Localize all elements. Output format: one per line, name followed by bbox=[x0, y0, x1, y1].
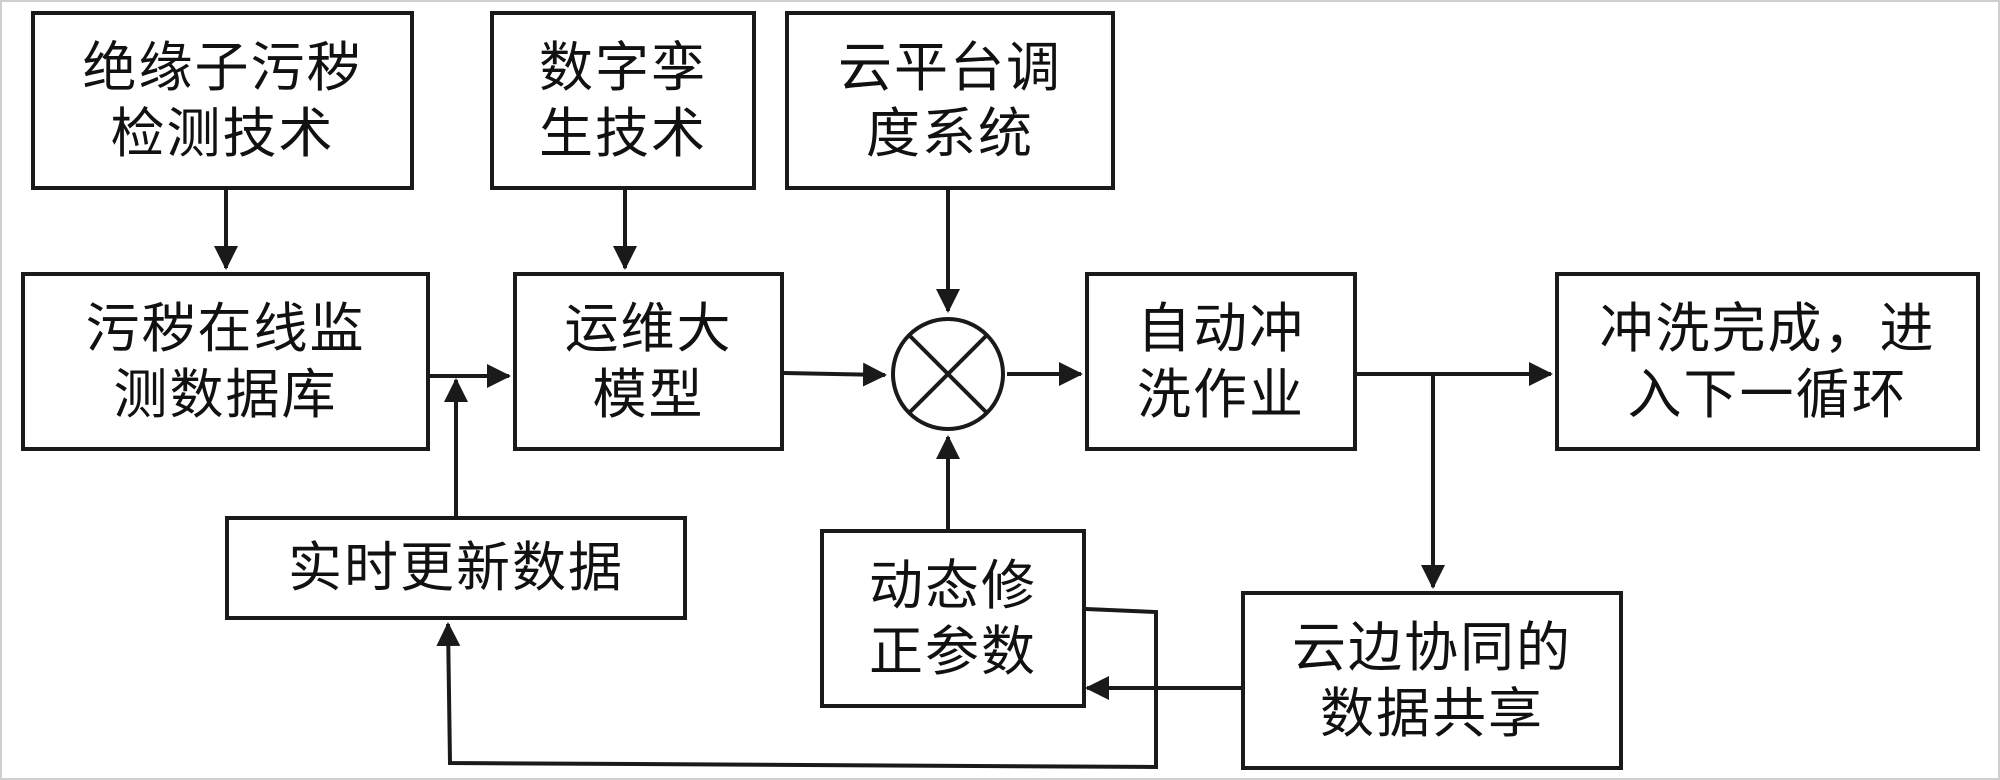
node-om-large-model-label: 运维大 模型 bbox=[564, 296, 733, 426]
node-dynamic-correction-label: 动态修 正参数 bbox=[869, 553, 1037, 683]
node-insulator-detection-label: 绝缘子污秽 检测技术 bbox=[82, 35, 363, 165]
node-washing-complete: 冲洗完成，进 入下一循环 bbox=[1555, 272, 1980, 451]
node-pollution-database: 污秽在线监 测数据库 bbox=[21, 272, 430, 451]
node-auto-washing-label: 自动冲 洗作业 bbox=[1137, 296, 1305, 426]
node-insulator-detection: 绝缘子污秽 检测技术 bbox=[31, 11, 414, 190]
arrow-model-to-junction bbox=[783, 362, 887, 387]
node-cloud-scheduling-label: 云平台调 度系统 bbox=[838, 35, 1062, 165]
node-cloud-edge-sharing-label: 云边协同的 数据共享 bbox=[1292, 615, 1572, 745]
node-digital-twin-label: 数字孪 生技术 bbox=[539, 35, 707, 165]
node-realtime-update: 实时更新数据 bbox=[225, 516, 687, 620]
node-digital-twin: 数字孪 生技术 bbox=[490, 11, 756, 190]
node-washing-complete-label: 冲洗完成，进 入下一循环 bbox=[1599, 296, 1936, 426]
node-dynamic-correction: 动态修 正参数 bbox=[820, 529, 1086, 708]
multiplication-junction-icon bbox=[891, 317, 1005, 431]
node-auto-washing: 自动冲 洗作业 bbox=[1085, 272, 1357, 451]
node-om-large-model: 运维大 模型 bbox=[513, 272, 784, 451]
node-pollution-database-label: 污秽在线监 测数据库 bbox=[85, 296, 366, 426]
feedback-loop-line bbox=[436, 607, 1158, 770]
node-realtime-update-label: 实时更新数据 bbox=[288, 536, 624, 599]
node-cloud-scheduling: 云平台调 度系统 bbox=[785, 11, 1115, 190]
node-cloud-edge-sharing: 云边协同的 数据共享 bbox=[1241, 591, 1623, 770]
